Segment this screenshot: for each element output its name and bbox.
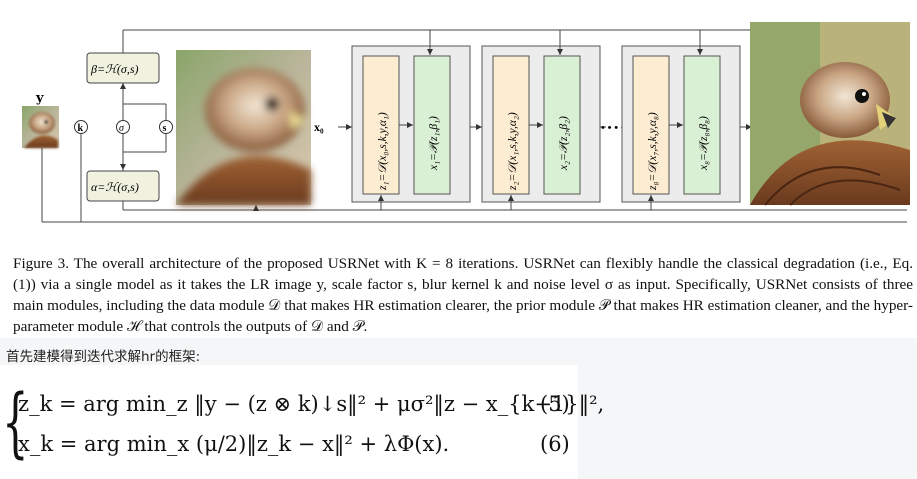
- label-y: y: [35, 91, 44, 106]
- initial-estimate-x0-image: [176, 50, 311, 205]
- label-x0: x₀: [314, 120, 324, 134]
- stage-2: z₂=𝒟(x₁,s,k,y,α₂) x₂=𝒫(z₂,β₂): [481, 30, 601, 210]
- alpha-hyper-module: α=ℋ(σ,s): [86, 170, 160, 202]
- ellipsis: • • • •: [601, 122, 625, 134]
- beta-hyper-module: β=ℋ(σ,s): [86, 52, 160, 84]
- output-hr-image: [750, 22, 910, 206]
- input-s: s: [159, 120, 173, 134]
- prior-module-8: x₈=𝒫(z₈,β₈): [698, 116, 710, 171]
- architecture-figure: y k σ s β=ℋ(σ,s) α=ℋ(σ,s): [0, 0, 917, 238]
- svg-text:α=ℋ(σ,s): α=ℋ(σ,s): [91, 180, 139, 194]
- svg-text:σ: σ: [119, 123, 125, 134]
- equation-5-number: (5): [540, 392, 570, 416]
- figure-caption: Figure 3. The overall architecture of th…: [13, 253, 913, 337]
- prior-module-1: x₁=𝒫(z₁,β₁): [428, 116, 440, 171]
- lr-image-y: [22, 106, 59, 148]
- svg-text:k: k: [78, 123, 84, 134]
- input-k: k: [74, 120, 88, 134]
- data-module-8: z₈=𝒟(x₇,s,k,y,α₈): [647, 112, 659, 191]
- equation-box: [0, 365, 578, 479]
- architecture-diagram: y k σ s β=ℋ(σ,s) α=ℋ(σ,s): [22, 22, 910, 223]
- prior-module-2: x₂=𝒫(z₂,β₂): [558, 116, 570, 171]
- equation-6-number: (6): [540, 432, 570, 456]
- stage-8: z₈=𝒟(x₇,s,k,y,α₈) x₈=𝒫(z₈,β₈): [621, 30, 741, 210]
- equation-5: z_k = arg min_z ‖y − (z ⊗ k)↓s‖² + μσ²‖z…: [18, 392, 605, 416]
- equation-6: x_k = arg min_x (μ/2)‖z_k − x‖² + λΦ(x).: [18, 432, 450, 456]
- stage-1: z₁=𝒟(x₀,s,k,y,α₁) x₁=𝒫(z₁,β₁): [351, 30, 471, 210]
- input-sigma: σ: [116, 120, 130, 134]
- data-module-1: z₁=𝒟(x₀,s,k,y,α₁): [377, 112, 389, 191]
- data-module-2: z₂=𝒟(x₁,s,k,y,α₂): [507, 112, 519, 191]
- svg-text:s: s: [163, 123, 167, 134]
- chinese-note: 首先建模得到迭代求解hr的框架:: [6, 349, 201, 365]
- equation-brace: {: [2, 377, 29, 466]
- svg-text:β=ℋ(σ,s): β=ℋ(σ,s): [90, 62, 139, 76]
